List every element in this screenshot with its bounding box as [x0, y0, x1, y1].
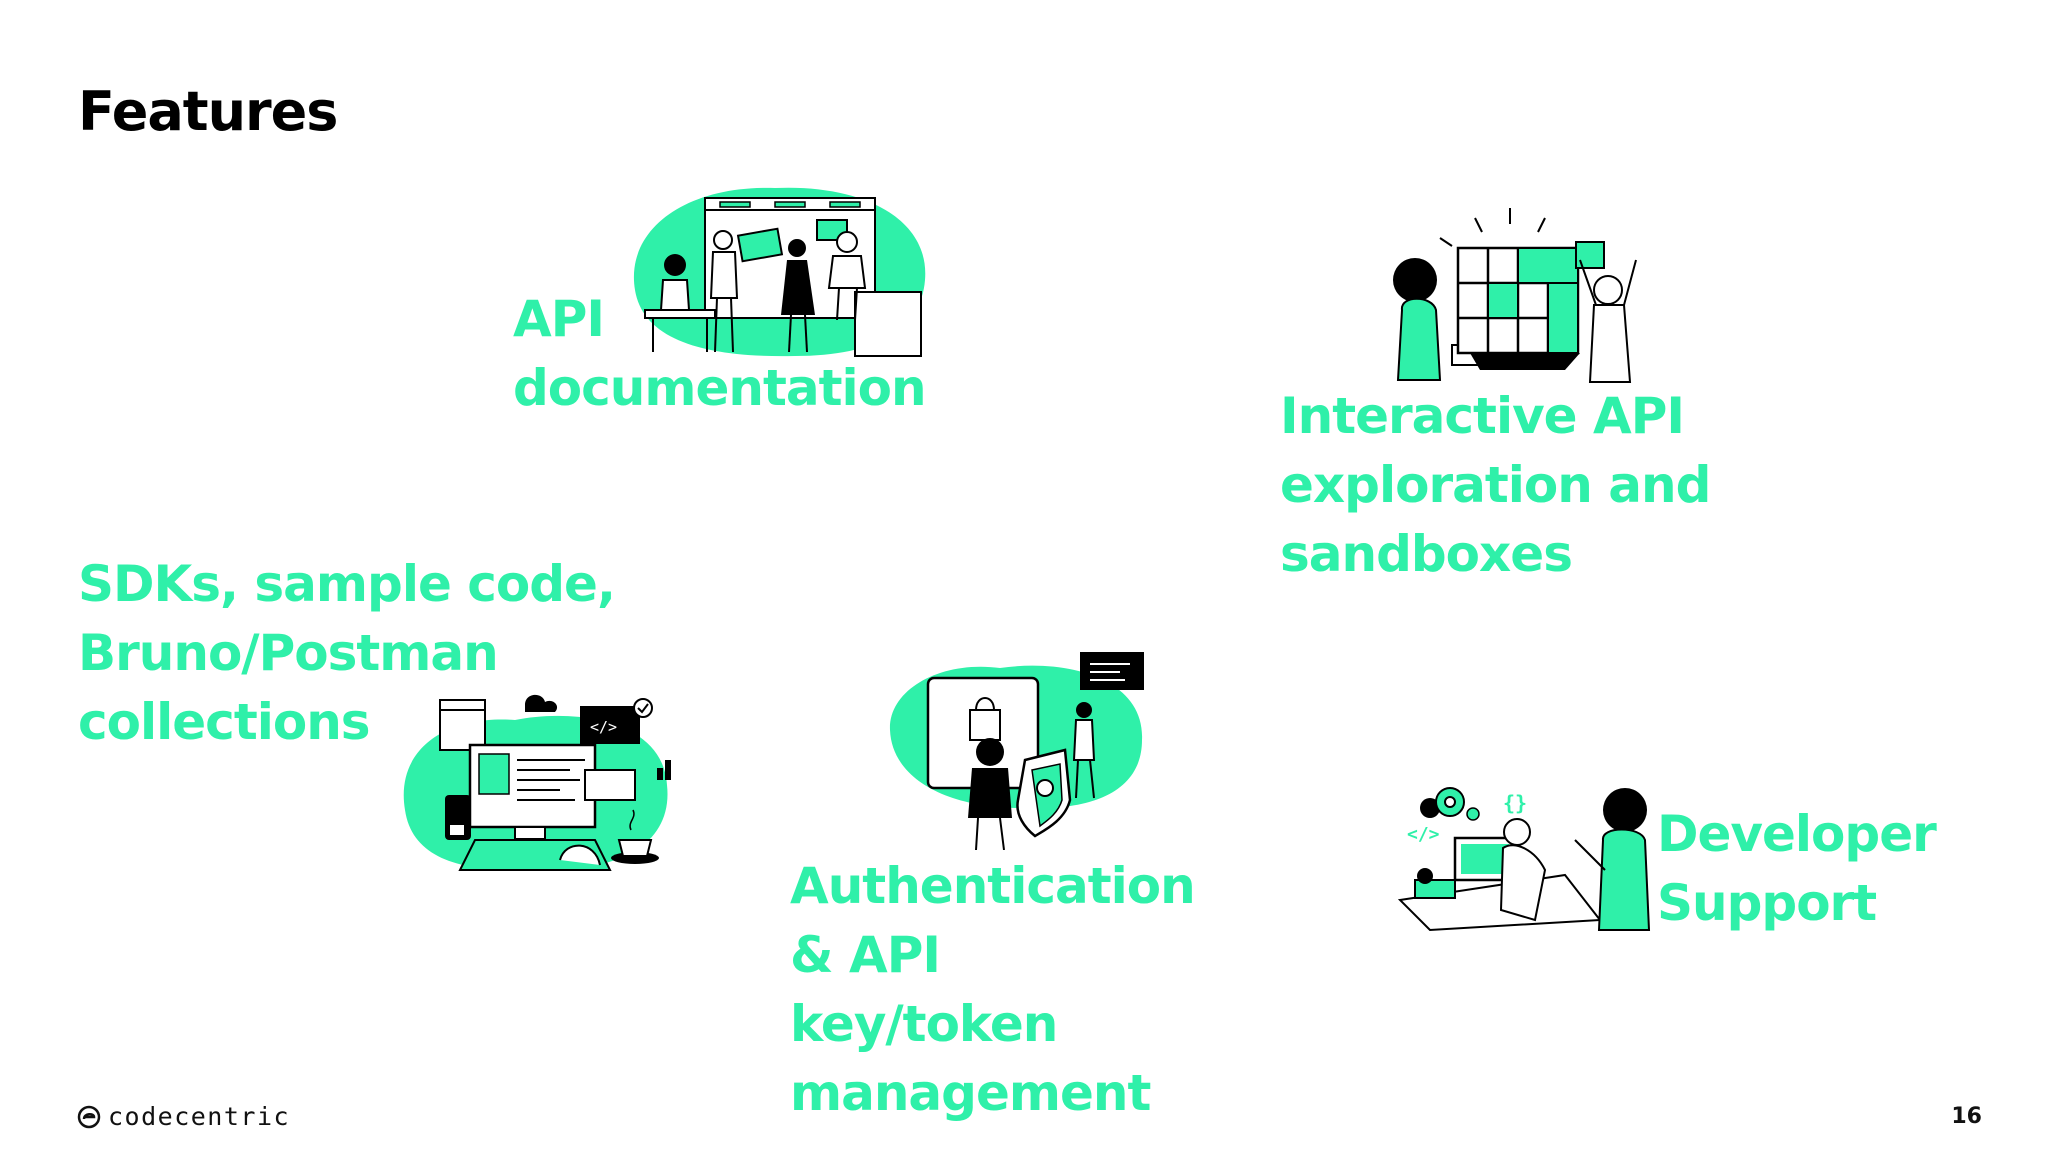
security-shield-illustration [889, 652, 1144, 850]
feature-line: & API [790, 926, 941, 984]
feature-line: sandboxes [1280, 525, 1573, 583]
feature-line: API [513, 290, 605, 348]
feature-line: Bruno/Postman [78, 624, 499, 682]
brand-logo: codecentric [76, 1102, 290, 1131]
svg-text:</>: </> [590, 718, 617, 736]
feature-developer-support: Developer Support [1657, 800, 1937, 938]
feature-line: Authentication [790, 857, 1196, 915]
feature-line: key/token [790, 995, 1058, 1053]
feature-line: documentation [513, 359, 927, 417]
feature-line: Interactive API [1280, 387, 1685, 445]
developer-workstation-illustration: </> [403, 694, 671, 871]
feature-line: Developer [1657, 805, 1937, 863]
feature-sdks-sample-code: SDKs, sample code, Bruno/Postman collect… [78, 550, 616, 757]
feature-line: management [790, 1064, 1151, 1122]
brand-mark-icon [77, 1105, 101, 1128]
slide-title: Features [78, 80, 338, 143]
feature-line: exploration and [1280, 456, 1711, 514]
feature-authentication: Authentication & API key/token managemen… [790, 852, 1196, 1128]
page-number: 16 [1951, 1104, 1982, 1129]
feature-interactive-exploration: Interactive API exploration and sandboxe… [1280, 382, 1711, 589]
feature-line: collections [78, 693, 371, 751]
support-desk-illustration: {} </> [1397, 787, 1651, 932]
feature-api-documentation: API documentation [513, 285, 927, 423]
brand-name: codecentric [108, 1102, 291, 1131]
svg-text:</>: </> [1407, 824, 1440, 845]
feature-line: Support [1657, 874, 1877, 932]
team-whiteboard-illustration [633, 187, 926, 357]
cube-puzzle-illustration [1393, 208, 1637, 383]
svg-text:{}: {} [1503, 791, 1527, 815]
feature-line: SDKs, sample code, [78, 555, 616, 613]
